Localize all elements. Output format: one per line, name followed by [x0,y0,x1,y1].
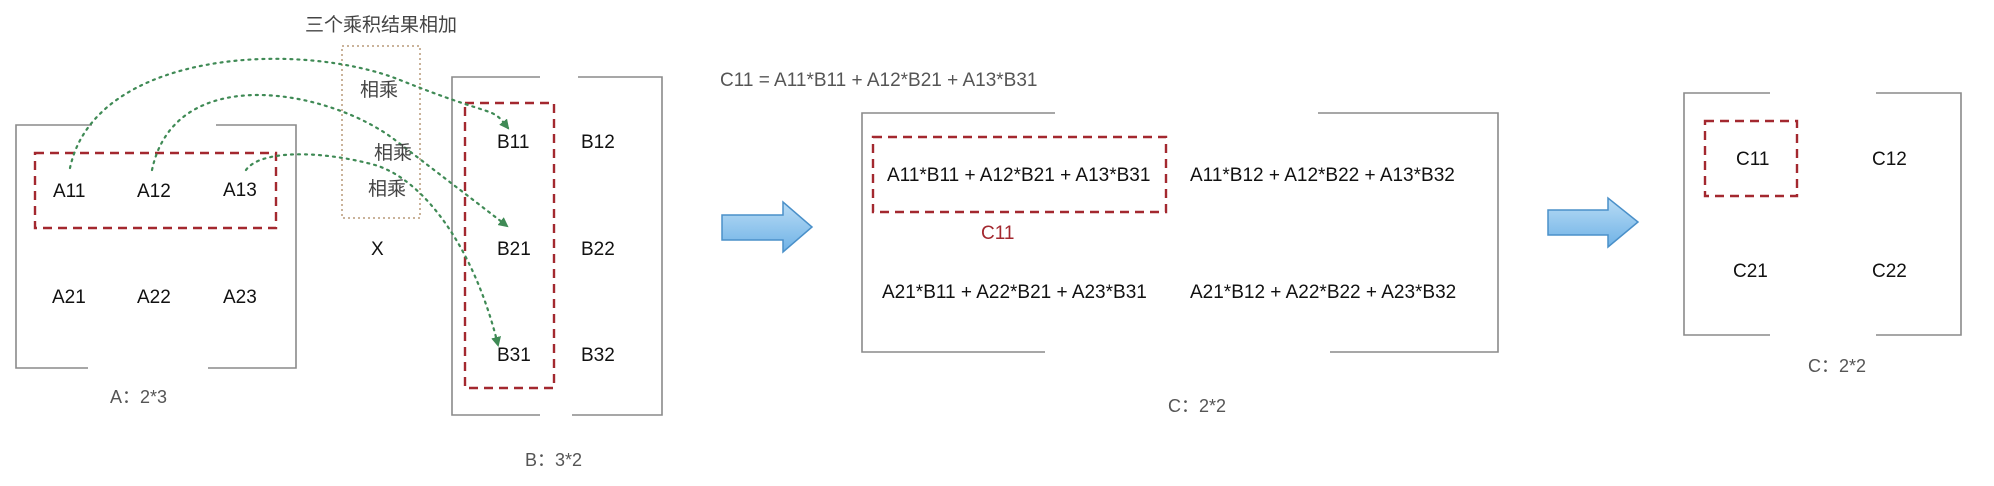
matrix-c-expanded-cell: A11*B11 + A12*B21 + A13*B31 [887,165,1151,186]
column-b1-highlight [463,101,556,390]
matrix-c-brackets [1683,92,1962,336]
multiply-label-1: 相乘 [360,80,399,101]
c11-expression-highlight [871,135,1168,214]
matrix-c-cell: C22 [1872,261,1907,282]
arrow-a13-to-b31 [244,153,501,347]
matrix-a-brackets [15,124,297,369]
matrix-b-caption: B：3*2 [525,450,583,470]
multiply-label-3: 相乘 [368,179,407,200]
matrix-c-cell: C12 [1872,149,1907,170]
multiply-sign: X [371,239,384,260]
matrix-a-cell: A12 [137,181,171,202]
matrix-a-cell: A21 [52,287,86,308]
matrix-b-cell: B32 [581,345,615,366]
matrix-c-expanded-caption: C：2*2 [1168,396,1227,416]
arrow-a12-to-b21 [150,94,509,228]
c11-result-highlight [1703,119,1799,198]
matrix-c-expanded-cell: A11*B12 + A12*B22 + A13*B32 [1190,165,1455,186]
sum-note-label: 三个乘积结果相加 [305,15,458,36]
matrix-b-cell: B31 [497,345,531,366]
matrix-a-caption: A：2*3 [110,387,168,407]
matrix-b-cell: B22 [581,239,615,260]
matrix-c-cell: C21 [1733,261,1768,282]
matrix-c-expanded-cell: A21*B11 + A22*B21 + A23*B31 [882,282,1147,303]
matrix-b-brackets [451,76,663,416]
arrow-a11-to-b11 [68,57,510,170]
matrix-a-cell: A11 [53,181,86,202]
matrix-c-caption: C：2*2 [1808,356,1867,376]
matrix-b-cell: B12 [581,132,615,153]
matrix-c-expanded-brackets [861,112,1499,353]
matrix-c-expanded-cell: A21*B12 + A22*B22 + A23*B32 [1190,282,1457,303]
big-arrow-1 [721,200,814,254]
matrix-c-cell: C11 [1736,149,1770,170]
matrix-b-cell: B11 [497,132,530,153]
matrix-a-cell: A13 [223,180,257,201]
big-arrow-2 [1547,196,1640,249]
row-a1-highlight [33,151,278,230]
matrix-b-cell: B21 [497,239,531,260]
c11-highlight-label: C11 [981,223,1015,244]
matrix-a-cell: A23 [223,287,257,308]
matrix-a-cell: A22 [137,287,171,308]
multiply-label-2: 相乘 [374,143,413,164]
c11-formula: C11 = A11*B11 + A12*B21 + A13*B31 [720,70,1038,91]
